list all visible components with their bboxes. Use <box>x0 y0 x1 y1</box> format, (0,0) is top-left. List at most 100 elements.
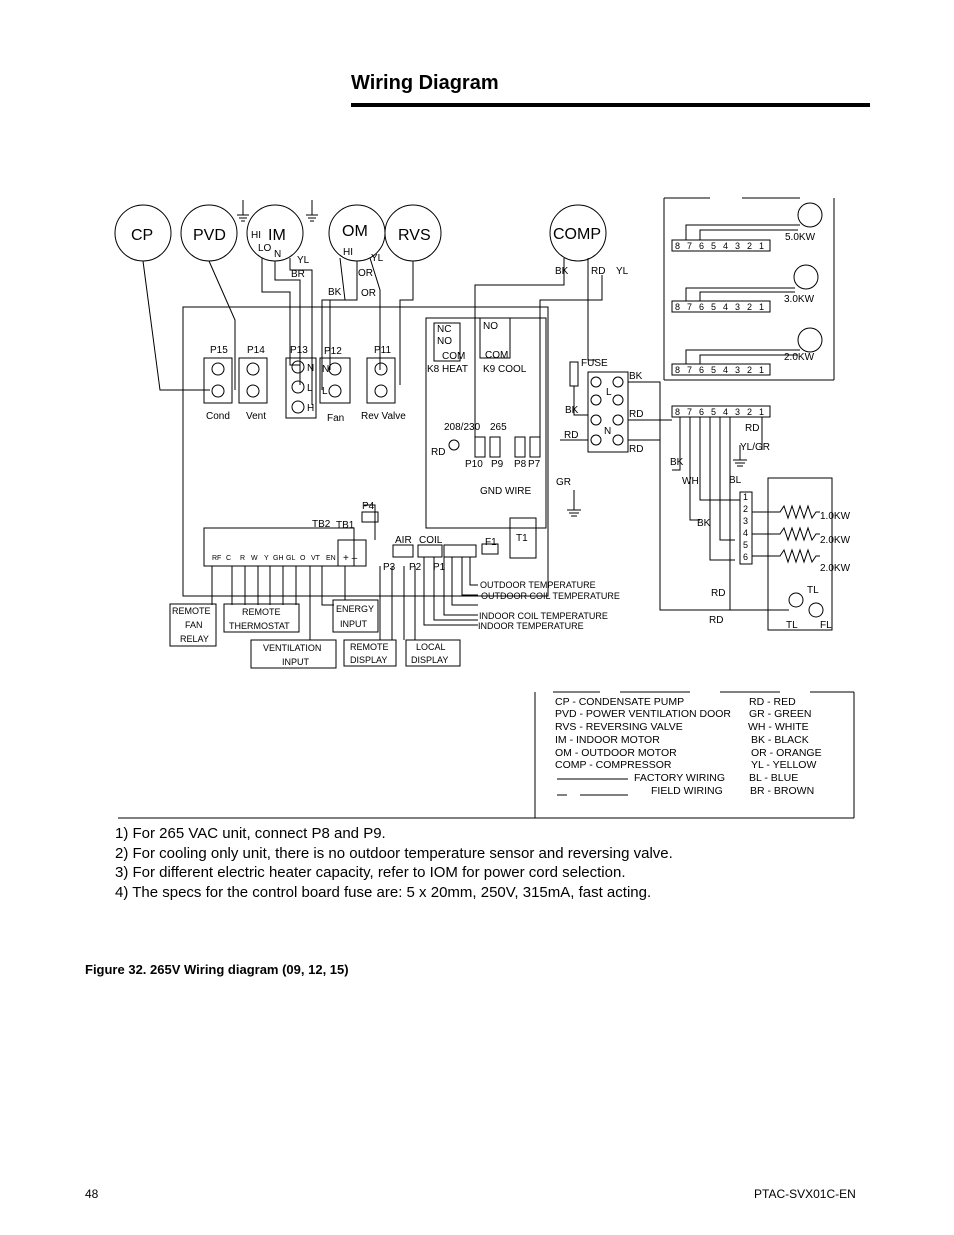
local-display-2: DISPLAY <box>411 655 448 665</box>
element-term-6: 6 <box>743 552 748 562</box>
plug-1-pin-3: 3 <box>735 302 740 312</box>
element-term-2: 2 <box>743 504 748 514</box>
p12-n: N <box>322 364 329 375</box>
p13-n: N <box>307 363 314 374</box>
comp-bk: BK <box>555 266 569 277</box>
p13-l: L <box>307 383 313 394</box>
sensor-outdoor-coil: OUTDOOR COIL TEMPERATURE <box>481 591 620 601</box>
tb2-label: TB2 <box>312 519 331 530</box>
k9-cool: K9 COOL <box>483 364 527 375</box>
im-bk: BK <box>328 287 342 298</box>
power-rd3: RD <box>629 444 643 455</box>
heater-bk: BK <box>670 457 684 468</box>
coil-label: COIL <box>419 535 443 546</box>
cp-label: CP <box>131 227 153 244</box>
legend-left-4: OM - OUTDOOR MOTOR <box>555 747 677 759</box>
tb2-term-c: C <box>226 555 231 562</box>
remote-thermostat-2: THERMOSTAT <box>229 621 290 631</box>
heater-20kw: 2.0KW <box>784 352 815 363</box>
remote-fan-relay-2: FAN <box>185 620 203 630</box>
p2-label: P2 <box>409 562 422 573</box>
plug-0-pin-2: 2 <box>747 241 752 251</box>
pvd-label: PVD <box>193 227 226 244</box>
fuse-label: FUSE <box>581 358 608 369</box>
im-yl: YL <box>297 255 310 266</box>
tb2-term-vt: VT <box>311 555 321 562</box>
element-term-1: 1 <box>743 492 748 502</box>
legend-right-5: YL - YELLOW <box>751 759 816 771</box>
plug-3-pin-4: 4 <box>723 407 728 417</box>
power-n: N <box>604 426 611 437</box>
v208: 208/230 <box>444 422 481 433</box>
local-display-1: LOCAL <box>416 642 446 652</box>
comp-circle <box>549 204 607 262</box>
plug-3-pin-6: 6 <box>699 407 704 417</box>
power-bk1: BK <box>629 371 643 382</box>
im-lo: LO <box>258 243 272 254</box>
title-rule <box>351 103 870 107</box>
heater-wh: WH <box>682 476 699 487</box>
tb1-terms: + – <box>343 553 358 564</box>
sensor-outdoor-temp: OUTDOOR TEMPERATURE <box>480 580 596 590</box>
im-n: N <box>274 249 281 260</box>
rvs-label: RVS <box>398 227 431 244</box>
p13-h: H <box>307 403 314 414</box>
legend-right-4: OR - ORANGE <box>751 747 822 759</box>
comp-rd: RD <box>591 266 605 277</box>
plug-1-pin-8: 8 <box>675 302 680 312</box>
p14-label: P14 <box>247 345 265 356</box>
plug-0-pin-4: 4 <box>723 241 728 251</box>
plug-1-pin-6: 6 <box>699 302 704 312</box>
om-label: OM <box>342 223 368 240</box>
p8-label: P8 <box>514 459 527 470</box>
p9-label: P9 <box>491 459 504 470</box>
v265: 265 <box>490 422 507 433</box>
element-20kw-b: 2.0KW <box>820 563 851 574</box>
rev-valve-label: Rev Valve <box>361 411 406 422</box>
tb2-term-w: W <box>251 555 258 562</box>
p15-label: P15 <box>210 345 228 356</box>
gnd-wire: GND WIRE <box>480 486 531 497</box>
im-br: BR <box>291 269 305 280</box>
heater-bl: BL <box>729 475 742 486</box>
heater-ylgr: YL/GR <box>740 442 770 453</box>
heater-rd: RD <box>745 423 759 434</box>
om-or1: OR <box>358 268 373 279</box>
legend-left-2: RVS - REVERSING VALVE <box>555 721 683 733</box>
note-3: 3) For different electric heater capacit… <box>115 864 626 881</box>
power-bk2: BK <box>565 405 579 416</box>
remote-fan-relay-3: RELAY <box>180 634 209 644</box>
element-term-5: 5 <box>743 540 748 550</box>
cond-label: Cond <box>206 411 230 422</box>
legend-left-1: PVD - POWER VENTILATION DOOR <box>555 708 731 720</box>
power-rd2: RD <box>564 430 578 441</box>
tb2-term-y: Y <box>264 555 269 562</box>
p3-label: P3 <box>383 562 396 573</box>
relay-no: NO <box>437 336 452 347</box>
p10-label: P10 <box>465 459 483 470</box>
om-or2: OR <box>361 288 376 299</box>
relay-com: COM <box>442 351 465 362</box>
legend-left-5: COMP - COMPRESSOR <box>555 759 672 771</box>
power-l: L <box>606 387 612 398</box>
power-rd1: RD <box>629 409 643 420</box>
plug-0-pin-8: 8 <box>675 241 680 251</box>
legend-right-2: WH - WHITE <box>748 721 809 733</box>
figure-caption: Figure 32. 265V Wiring diagram (09, 12, … <box>85 962 349 977</box>
heater-50kw: 5.0KW <box>785 232 816 243</box>
im-label: IM <box>268 227 286 244</box>
f1-label: F1 <box>485 537 497 548</box>
limit-tl2: TL <box>786 620 798 631</box>
plug-2-pin-8: 8 <box>675 365 680 375</box>
plug-1-pin-4: 4 <box>723 302 728 312</box>
tb2-term-r: R <box>240 555 245 562</box>
limit-tl1: TL <box>807 585 819 596</box>
plug-0-pin-7: 7 <box>687 241 692 251</box>
limit-fl: FL <box>820 620 832 631</box>
note-4: 4) The specs for the control board fuse … <box>115 883 652 901</box>
plug-0-pin-1: 1 <box>759 241 764 251</box>
om-yl: YL <box>371 253 384 264</box>
sensor-indoor-coil: INDOOR COIL TEMPERATURE <box>479 611 608 621</box>
p4-label: P4 <box>362 501 375 512</box>
